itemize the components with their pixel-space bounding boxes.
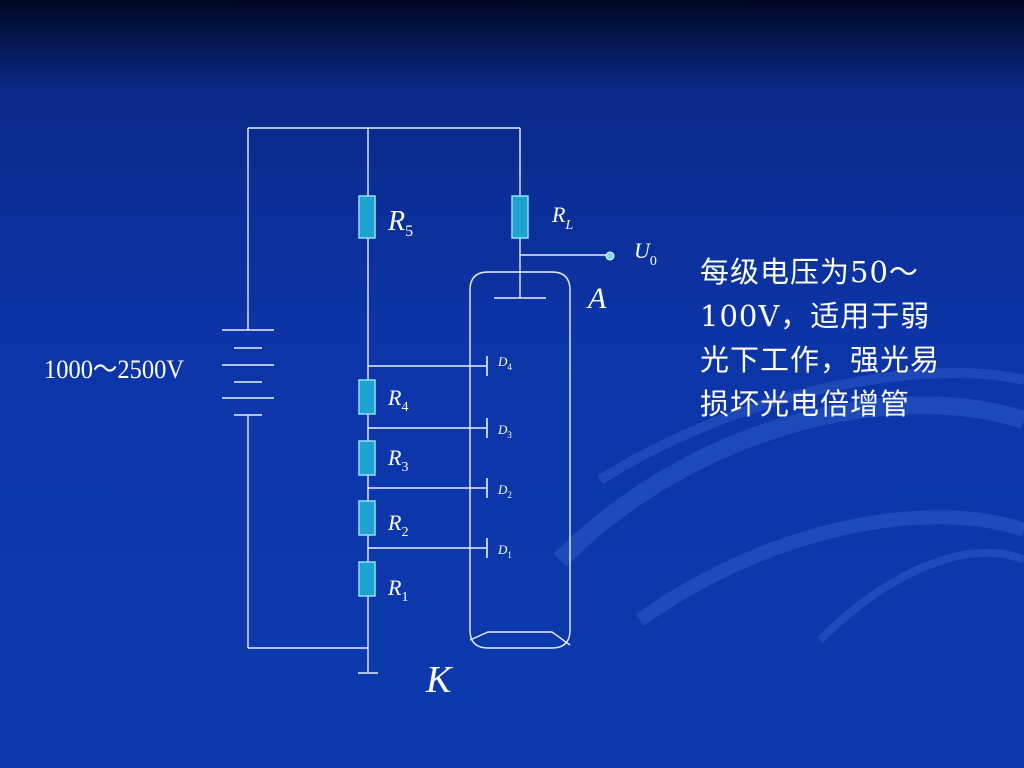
resistor-r3 xyxy=(358,440,376,476)
label-anode: A xyxy=(586,282,607,315)
tube-envelope xyxy=(469,271,571,649)
label-d3: D3 xyxy=(497,422,512,440)
label-r4: R4 xyxy=(387,385,408,415)
resistor-r2 xyxy=(358,500,376,536)
label-r3: R3 xyxy=(387,445,408,475)
label-cathode: K xyxy=(425,659,453,701)
tube-photocathode xyxy=(469,631,571,646)
battery-symbol xyxy=(222,329,274,416)
caption-text: 每级电压为50～100V，适用于弱光下工作，强光易损坏光电倍增管 xyxy=(700,255,941,421)
label-d1: D1 xyxy=(497,542,512,560)
label-r1: R1 xyxy=(387,575,408,605)
label-r5: R5 xyxy=(387,206,413,240)
resistor-r1 xyxy=(358,561,376,597)
dynode-branches xyxy=(368,356,488,558)
output-terminal xyxy=(605,251,615,261)
label-r2: R2 xyxy=(387,510,408,540)
label-d2: D2 xyxy=(497,482,512,500)
resistor-r5 xyxy=(358,195,376,239)
background-swirls xyxy=(553,368,1024,643)
label-u0: U0 xyxy=(634,238,657,269)
label-rl: RL xyxy=(551,202,573,233)
resistor-rl xyxy=(511,195,529,239)
supply-voltage-label: 1000～2500V xyxy=(44,355,184,384)
resistor-r4 xyxy=(358,379,376,415)
label-d4: D4 xyxy=(497,354,512,372)
